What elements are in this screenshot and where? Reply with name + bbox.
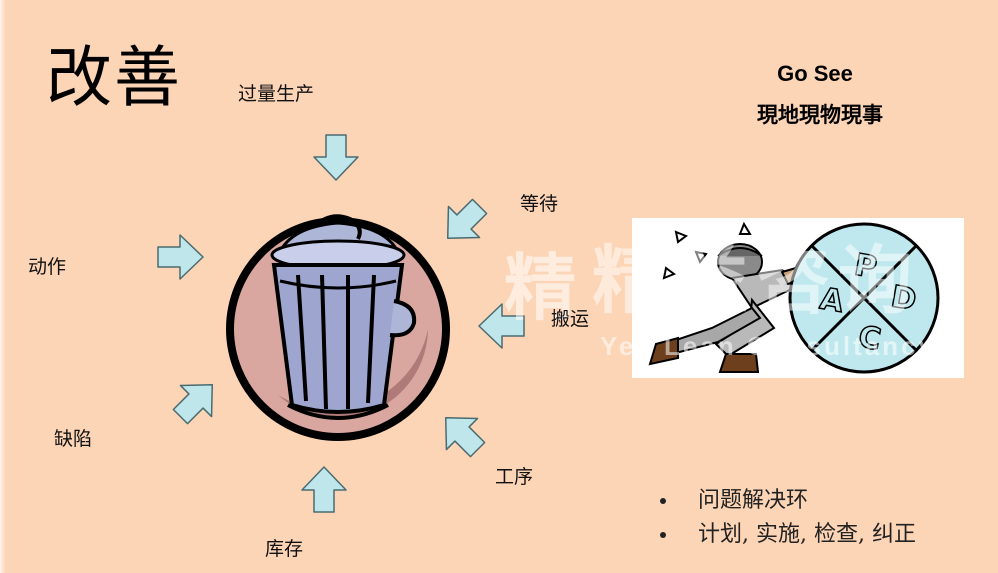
waste-label-inventory: 库存 bbox=[265, 538, 304, 560]
arrow-down-icon bbox=[312, 133, 360, 181]
arrow-left-icon bbox=[478, 302, 526, 350]
bullet-dot-icon bbox=[660, 498, 666, 504]
slide-title: 改善 bbox=[46, 39, 182, 116]
bullet-text: 计划, 实施, 检查, 纠正 bbox=[698, 522, 916, 547]
bullet-dot-icon bbox=[660, 532, 666, 538]
arrow-up-right-icon bbox=[172, 377, 220, 425]
person-pushing-pdca-wheel-icon: P D C A bbox=[632, 218, 964, 378]
bullet-list: 问题解决环 计划, 实施, 检查, 纠正 bbox=[660, 484, 916, 552]
go-see-title: Go See bbox=[777, 61, 853, 86]
arrow-down-left-icon bbox=[440, 198, 488, 246]
waste-label-transport: 搬运 bbox=[551, 308, 590, 330]
waste-label-overproduction: 过量生产 bbox=[238, 83, 315, 105]
pdca-illustration: P D C A bbox=[632, 218, 964, 378]
bullet-text: 问题解决环 bbox=[698, 488, 809, 513]
waste-label-defect: 缺陷 bbox=[54, 428, 93, 450]
bullet-item: 问题解决环 bbox=[660, 484, 916, 518]
trash-can-icon bbox=[226, 214, 450, 441]
bullet-item: 计划, 实施, 检查, 纠正 bbox=[660, 518, 916, 552]
waste-label-waiting: 等待 bbox=[520, 193, 559, 215]
arrow-right-icon bbox=[156, 233, 204, 281]
waste-label-motion: 动作 bbox=[28, 256, 67, 278]
arrow-up-left-icon bbox=[438, 410, 486, 458]
arrow-up-icon bbox=[300, 466, 348, 514]
go-see-subtitle: 現地現物現事 bbox=[757, 102, 883, 127]
waste-label-process: 工序 bbox=[495, 466, 534, 488]
